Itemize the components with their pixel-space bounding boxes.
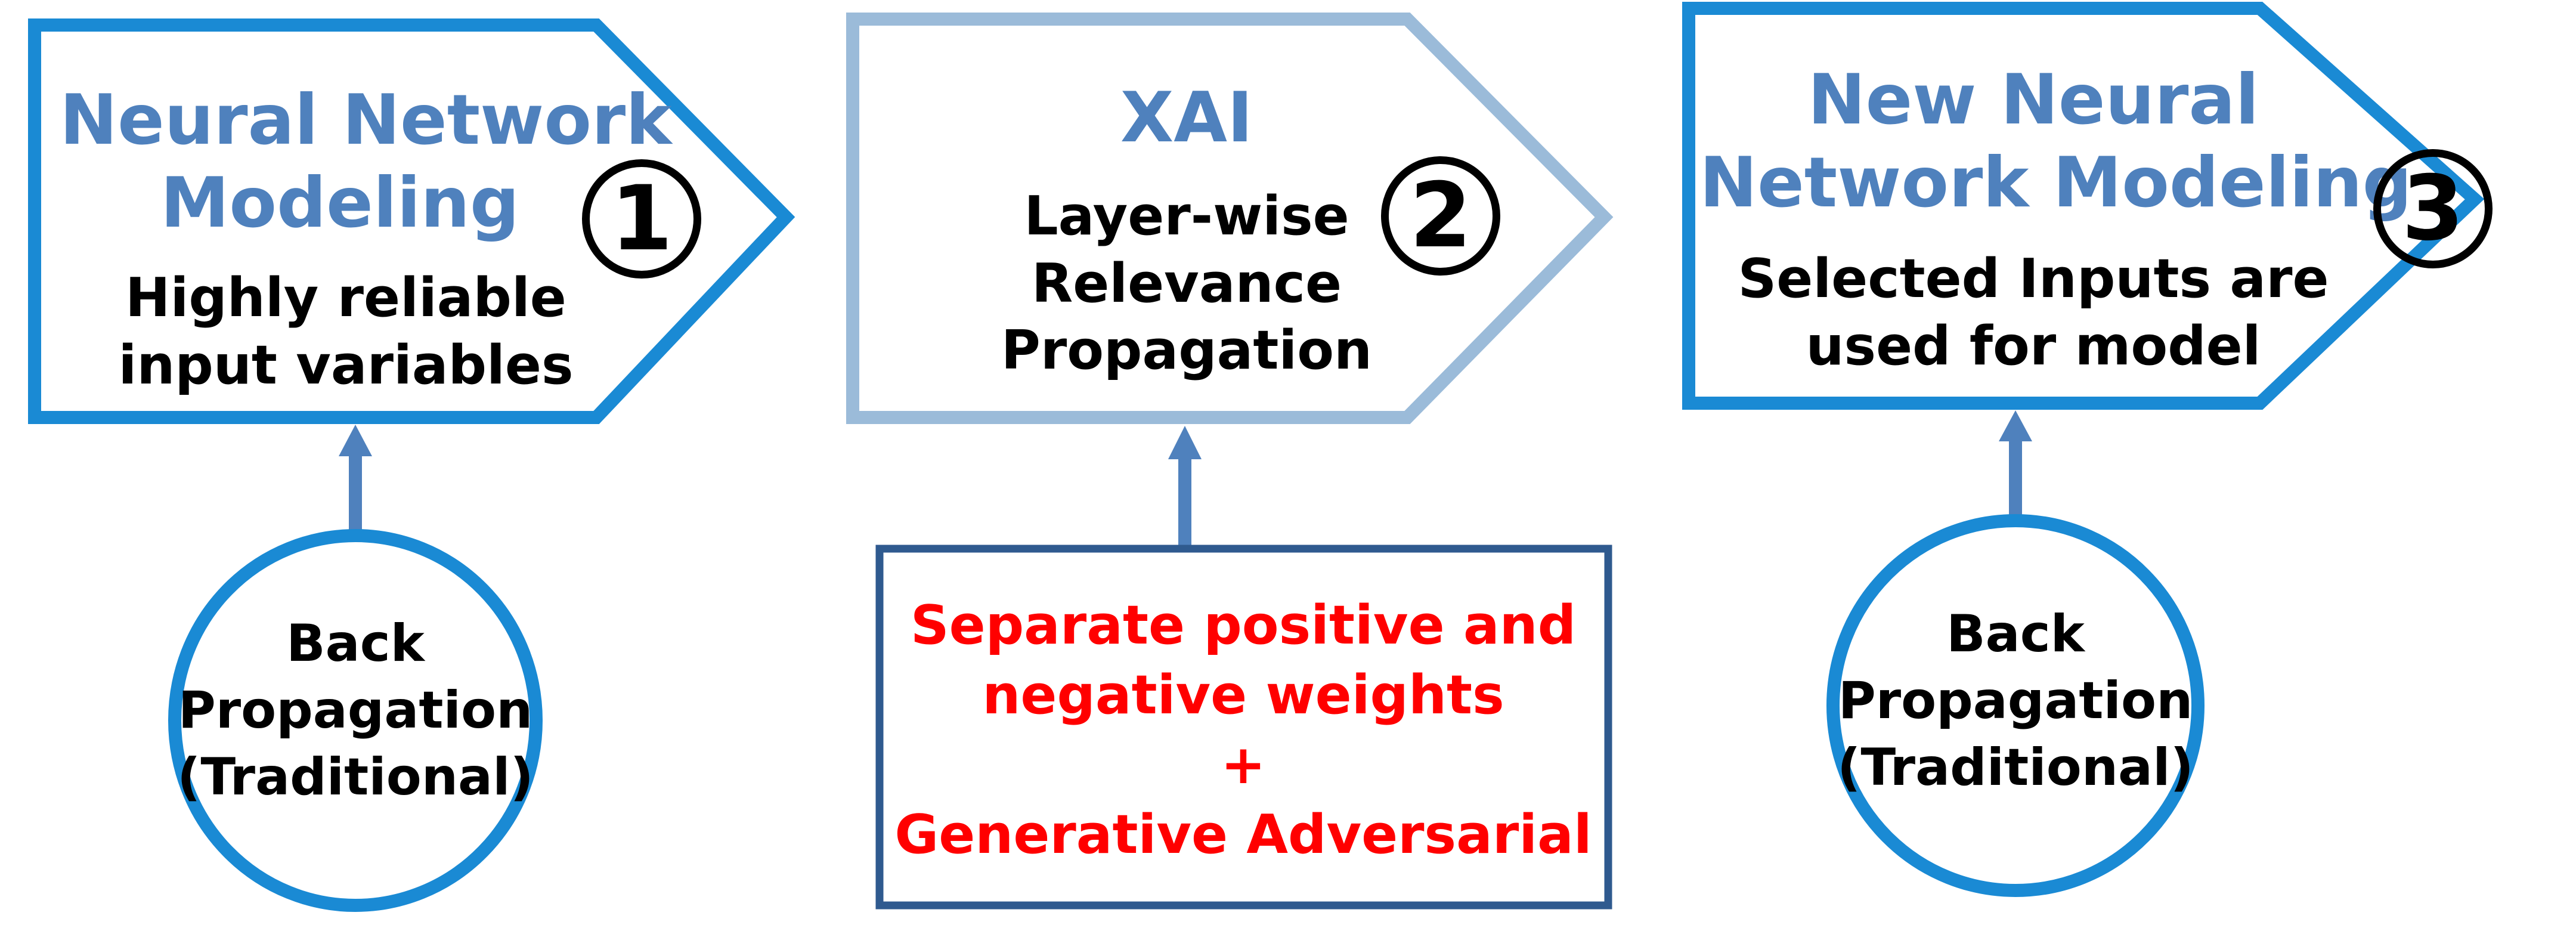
- step1-title: Neural Network Modeling: [60, 79, 672, 245]
- input3-line2: Propagation: [1838, 670, 2193, 731]
- input3-label: Back Propagation (Traditional): [1837, 601, 2194, 801]
- input2-rect: [875, 545, 1612, 910]
- step1-body-line2: input variables: [118, 333, 574, 397]
- step1-box: [28, 18, 795, 424]
- input1-label: Back Propagation (Traditional): [177, 611, 534, 811]
- step3-number-badge: 3: [2373, 149, 2493, 268]
- arrow-input1-to-step1: [339, 425, 372, 534]
- step1-title-line1: Neural Network: [60, 80, 672, 160]
- step3-title-line2: Network Modeling: [1699, 143, 2412, 224]
- step1-description: Highly reliable input variables: [83, 265, 608, 399]
- input1-line3: (Traditional): [177, 747, 534, 807]
- step3-body-line1: Selected Inputs are: [1738, 248, 2329, 310]
- step2-body-line2: Relevance: [1031, 252, 1342, 315]
- input2-label: Separate positive and negative weights +…: [888, 590, 1598, 870]
- step2-description: Layer-wise Relevance Propagation: [972, 183, 1401, 385]
- step1-title-line2: Modeling: [160, 163, 519, 244]
- step1-number-badge: 1: [582, 159, 701, 279]
- step2-body-line3: Propagation: [1001, 319, 1373, 382]
- input1-circle: [168, 529, 543, 912]
- step1-body-line1: Highly reliable: [125, 267, 566, 329]
- input1-line1: Back: [286, 614, 425, 673]
- step3-title-line1: New Neural: [1807, 60, 2259, 140]
- input2-line2: negative weights: [982, 664, 1504, 726]
- input3-line3: (Traditional): [1837, 737, 2194, 797]
- step2-box: [846, 13, 1614, 424]
- step3-title: New Neural Network Modeling: [1699, 58, 2412, 224]
- step3-body-line2: used for model: [1806, 314, 2261, 378]
- input2-line3: +: [1221, 734, 1266, 796]
- input3-circle: [1826, 514, 2205, 897]
- input2-line1: Separate positive and: [910, 594, 1577, 657]
- input2-line4: Generative Adversarial: [894, 803, 1592, 866]
- input1-line2: Propagation: [178, 680, 533, 740]
- step3-description: Selected Inputs are used for model: [1717, 246, 2349, 380]
- arrow-input3-to-step3: [1999, 410, 2032, 525]
- step2-body-line1: Layer-wise: [1024, 185, 1349, 248]
- step2-title: XAI: [1120, 78, 1253, 158]
- step3-box: [1682, 2, 2485, 410]
- arrow-input2-to-step2: [1168, 426, 1202, 546]
- input3-line1: Back: [1946, 604, 2085, 664]
